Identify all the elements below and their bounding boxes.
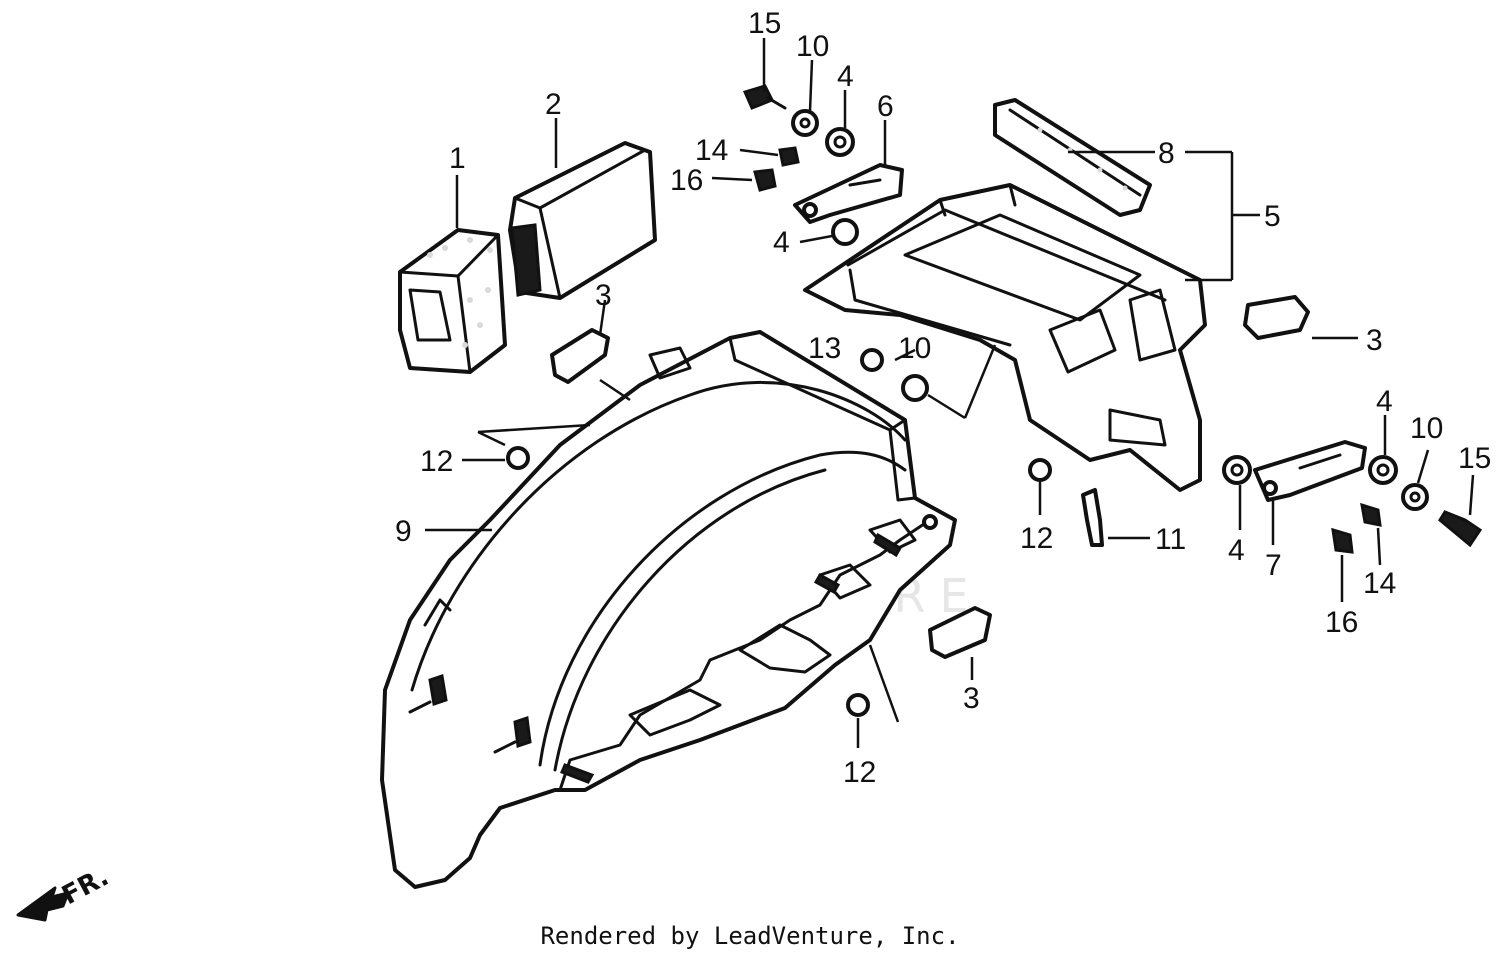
callout-3: 3: [963, 682, 980, 715]
callout-4: 4: [837, 60, 854, 93]
callout-16: 16: [1325, 606, 1358, 639]
callout-7: 7: [1265, 549, 1282, 582]
part-7-plate: [1253, 440, 1367, 502]
callout-12: 12: [1020, 522, 1053, 555]
callout-1: 1: [449, 142, 466, 175]
rear-fender-part: [380, 330, 957, 889]
callout-4: 4: [1228, 534, 1245, 567]
leader-lines: [425, 38, 1475, 748]
part-2-module: [508, 141, 657, 300]
front-direction-arrow: FR.: [16, 862, 114, 922]
front-direction-label: FR.: [57, 862, 114, 911]
callout-13: 13: [808, 332, 841, 365]
callout-10: 10: [898, 332, 931, 365]
callout-6: 6: [877, 90, 894, 123]
hardware: [506, 84, 1483, 717]
callout-10: 10: [796, 30, 829, 63]
rendered-by-credit: Rendered by LeadVenture, Inc.: [540, 922, 959, 950]
callout-12: 12: [420, 445, 453, 478]
callout-3: 3: [1366, 324, 1383, 357]
callout-14: 14: [1363, 567, 1396, 600]
callout-2: 2: [545, 88, 562, 121]
callout-11: 11: [1155, 523, 1186, 556]
callout-10: 10: [1410, 412, 1443, 445]
callout-3: 3: [595, 279, 612, 312]
callout-9: 9: [395, 515, 412, 548]
callout-5: 5: [1264, 200, 1281, 233]
part-6-plate: [793, 163, 904, 224]
callout-8: 8: [1158, 137, 1175, 170]
callout-12: 12: [843, 756, 876, 789]
callout-15: 15: [748, 7, 781, 40]
part-1-box: [398, 228, 507, 374]
callout-4: 4: [1376, 385, 1393, 418]
part-5-bracket: [803, 183, 1207, 492]
callout-labels: 1 2 3 3 3 15 10 4 6 14 16 4 8 5 9 12 13 …: [395, 7, 1491, 789]
callout-16: 16: [670, 164, 703, 197]
callout-4: 4: [773, 226, 790, 259]
callout-14: 14: [695, 134, 728, 167]
callout-15: 15: [1458, 442, 1491, 475]
